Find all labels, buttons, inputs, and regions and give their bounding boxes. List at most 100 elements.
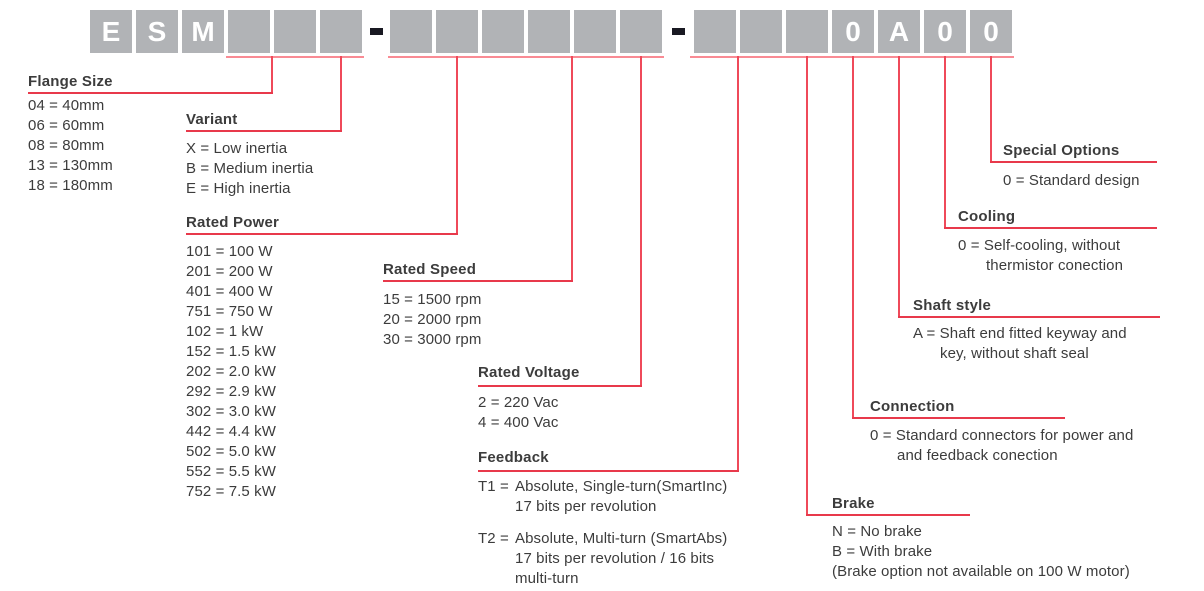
variant-box-underline: [322, 56, 364, 58]
brake-option: B = With brake: [832, 543, 933, 560]
rated-power-option: 752 = 7.5 kW: [186, 483, 276, 500]
feedback-leader-line: [737, 56, 739, 472]
variant-title: Variant: [186, 111, 238, 128]
rated-speed-option: 30 = 3000 rpm: [383, 331, 482, 348]
section-flange-size: Flange Size 04 = 40mm 06 = 60mm 08 = 80m…: [28, 73, 113, 196]
variant-leader-line: [340, 56, 342, 132]
section-rated-power: Rated Power 101 = 100 W 201 = 200 W 401 …: [186, 214, 279, 502]
flange-option: 13 = 130mm: [28, 157, 113, 174]
code-cell: E: [90, 10, 132, 53]
connection-leader-line: [852, 56, 854, 419]
feedback-option: T1 = Absolute, Single-turn(SmartInc) 17 …: [478, 477, 727, 517]
rated-power-option: 152 = 1.5 kW: [186, 343, 276, 360]
cooling-option-continuation: thermistor conection: [986, 257, 1124, 274]
code-cell: [786, 10, 828, 53]
section-brake: Brake N = No brake B = With brake (Brake…: [832, 495, 1130, 582]
rated-power-option: 102 = 1 kW: [186, 323, 264, 340]
separator-dash: [370, 28, 383, 35]
code-cell: [482, 10, 524, 53]
code-cell: [620, 10, 662, 53]
code-cell: A: [878, 10, 920, 53]
flange-option: 18 = 180mm: [28, 177, 113, 194]
separator-dash: [672, 28, 685, 35]
cooling-leader-line: [944, 56, 946, 229]
variant-option: X = Low inertia: [186, 140, 288, 157]
rated-power-option: 302 = 3.0 kW: [186, 403, 276, 420]
section-rated-speed: Rated Speed 15 = 1500 rpm 20 = 2000 rpm …: [383, 261, 481, 350]
shaft-option: A = Shaft end fitted keyway and: [913, 325, 1127, 342]
code-cell: [274, 10, 316, 53]
variant-option: E = High inertia: [186, 180, 291, 197]
speed-title-underline: [383, 280, 573, 282]
code-cell: [740, 10, 782, 53]
flange-title-underline: [28, 92, 273, 94]
code-cell: [228, 10, 270, 53]
rated-power-option: 442 = 4.4 kW: [186, 423, 276, 440]
flange-option: 06 = 60mm: [28, 117, 105, 134]
brake-leader-line: [806, 56, 808, 516]
rated-power-option: 751 = 750 W: [186, 303, 273, 320]
special-option: 0 = Standard design: [1003, 172, 1140, 189]
connection-option-continuation: and feedback conection: [897, 447, 1058, 464]
feedback-option-description: Absolute, Multi-turn (SmartAbs) 17 bits …: [515, 530, 728, 587]
special-leader-line: [990, 56, 992, 163]
voltage-title-underline: [478, 385, 642, 387]
flange-box-underline: [226, 56, 322, 58]
power-leader-line: [456, 56, 458, 235]
variant-option: B = Medium inertia: [186, 160, 314, 177]
special-title-underline: [990, 161, 1157, 163]
rated-power-option: 202 = 2.0 kW: [186, 363, 276, 380]
rated-power-option: 401 = 400 W: [186, 283, 273, 300]
rated-power-option: 552 = 5.5 kW: [186, 463, 276, 480]
rated-power-option: 101 = 100 W: [186, 243, 273, 260]
shaft-style-title: Shaft style: [913, 297, 992, 314]
flange-option: 08 = 80mm: [28, 137, 105, 154]
brake-title: Brake: [832, 495, 875, 512]
shaft-option-continuation: key, without shaft seal: [940, 345, 1089, 362]
section-special-options: Special Options 0 = Standard design: [1003, 142, 1140, 191]
special-options-title: Special Options: [1003, 142, 1120, 159]
code-cell: [436, 10, 478, 53]
flange-leader-line: [271, 56, 273, 94]
code-cell: [390, 10, 432, 53]
rated-speed-option: 15 = 1500 rpm: [383, 291, 482, 308]
cooling-title: Cooling: [958, 208, 1016, 225]
code-cell: 0: [924, 10, 966, 53]
rated-power-option: 292 = 2.9 kW: [186, 383, 276, 400]
brake-note: (Brake option not available on 100 W mot…: [832, 563, 1130, 580]
section-feedback: Feedback T1 = Absolute, Single-turn(Smar…: [478, 449, 727, 589]
section-connection: Connection 0 = Standard connectors for p…: [870, 398, 1133, 466]
power-title-underline: [186, 233, 458, 235]
feedback-title: Feedback: [478, 449, 549, 466]
rated-voltage-title: Rated Voltage: [478, 364, 580, 381]
feedback-option-code: T2 =: [478, 530, 509, 547]
shaft-leader-line: [898, 56, 900, 318]
cooling-option: 0 = Self-cooling, without: [958, 237, 1121, 254]
section-rated-voltage: Rated Voltage 2 = 220 Vac 4 = 400 Vac: [478, 364, 580, 433]
code-cell: [528, 10, 570, 53]
code-cell: [320, 10, 362, 53]
connection-title: Connection: [870, 398, 955, 415]
rated-power-title: Rated Power: [186, 214, 280, 231]
variant-title-underline: [186, 130, 342, 132]
rated-power-option: 502 = 5.0 kW: [186, 443, 276, 460]
feedback-option-description: Absolute, Single-turn(SmartInc) 17 bits …: [515, 478, 728, 515]
brake-title-underline: [806, 514, 970, 516]
rated-power-option: 201 = 200 W: [186, 263, 273, 280]
connection-option: 0 = Standard connectors for power and: [870, 427, 1134, 444]
connection-title-underline: [852, 417, 1065, 419]
shaft-title-underline: [898, 316, 1160, 318]
rated-voltage-option: 4 = 400 Vac: [478, 414, 559, 431]
section-shaft-style: Shaft style A = Shaft end fitted keyway …: [913, 297, 1127, 364]
feedback-title-underline: [478, 470, 739, 472]
code-cell: 0: [832, 10, 874, 53]
rated-speed-title: Rated Speed: [383, 261, 477, 278]
feedback-option-code: T1 =: [478, 478, 509, 495]
flange-size-title: Flange Size: [28, 73, 113, 90]
section-cooling: Cooling 0 = Self-cooling, without thermi…: [958, 208, 1123, 276]
code-cell: [574, 10, 616, 53]
code-cell: S: [136, 10, 178, 53]
code-cell: [694, 10, 736, 53]
brake-option: N = No brake: [832, 523, 922, 540]
